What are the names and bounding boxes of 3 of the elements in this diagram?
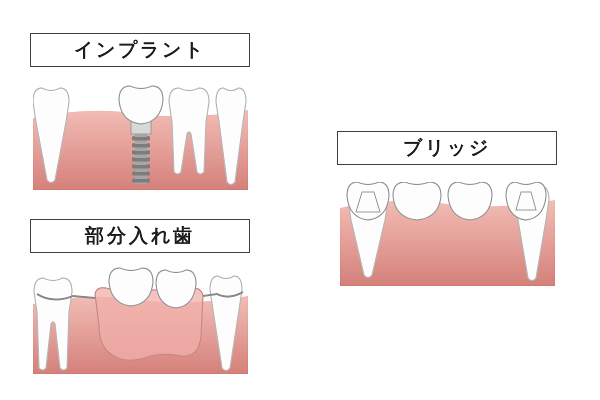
- title-box: インプラント: [30, 33, 250, 67]
- title-box: ブリッジ: [337, 131, 557, 165]
- title-box: 部分入れ歯: [30, 219, 250, 253]
